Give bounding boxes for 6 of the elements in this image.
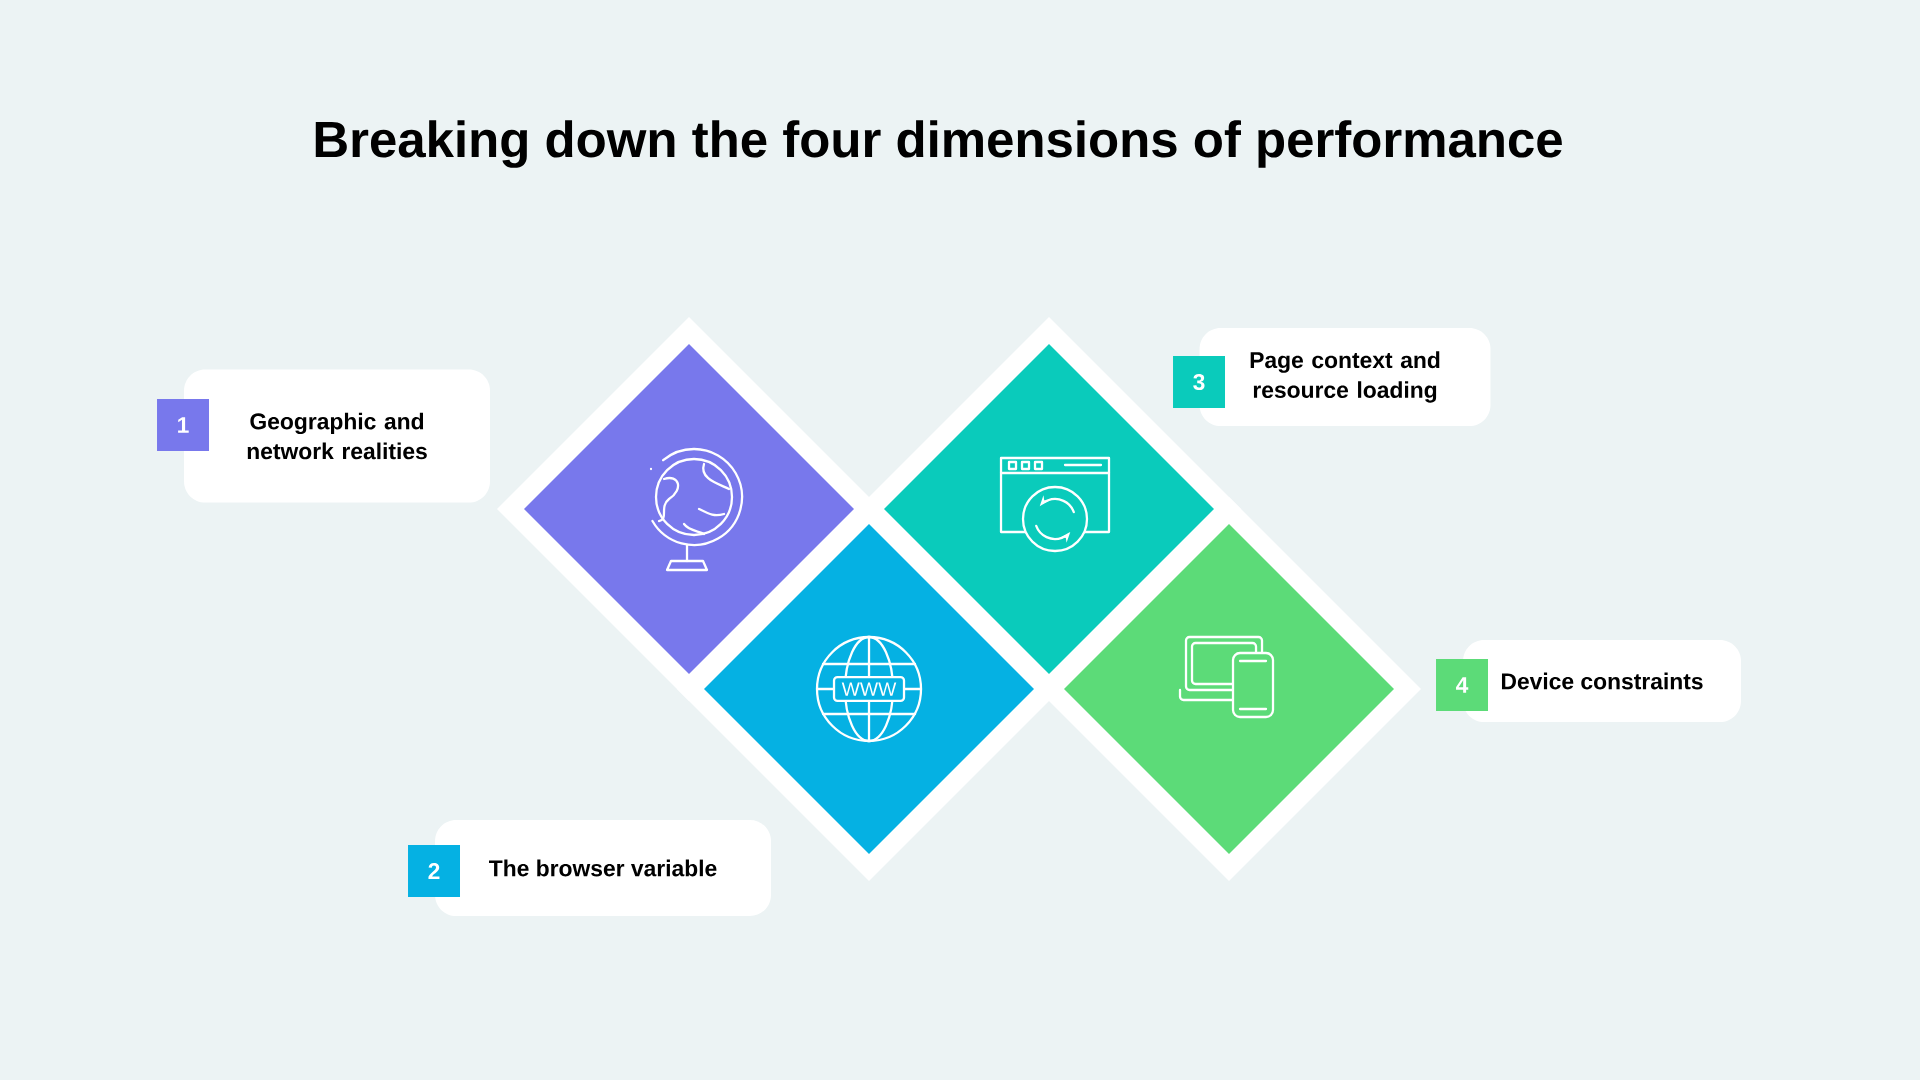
number-badge: 1 — [157, 399, 209, 451]
number-badge: 2 — [408, 845, 460, 897]
website-label: WWW — [832, 675, 906, 703]
title: Breaking down the four dimensions of performance — [315, 120, 1562, 168]
number-badge: 3 — [1173, 356, 1225, 408]
number-badge: 4 — [1436, 659, 1488, 711]
